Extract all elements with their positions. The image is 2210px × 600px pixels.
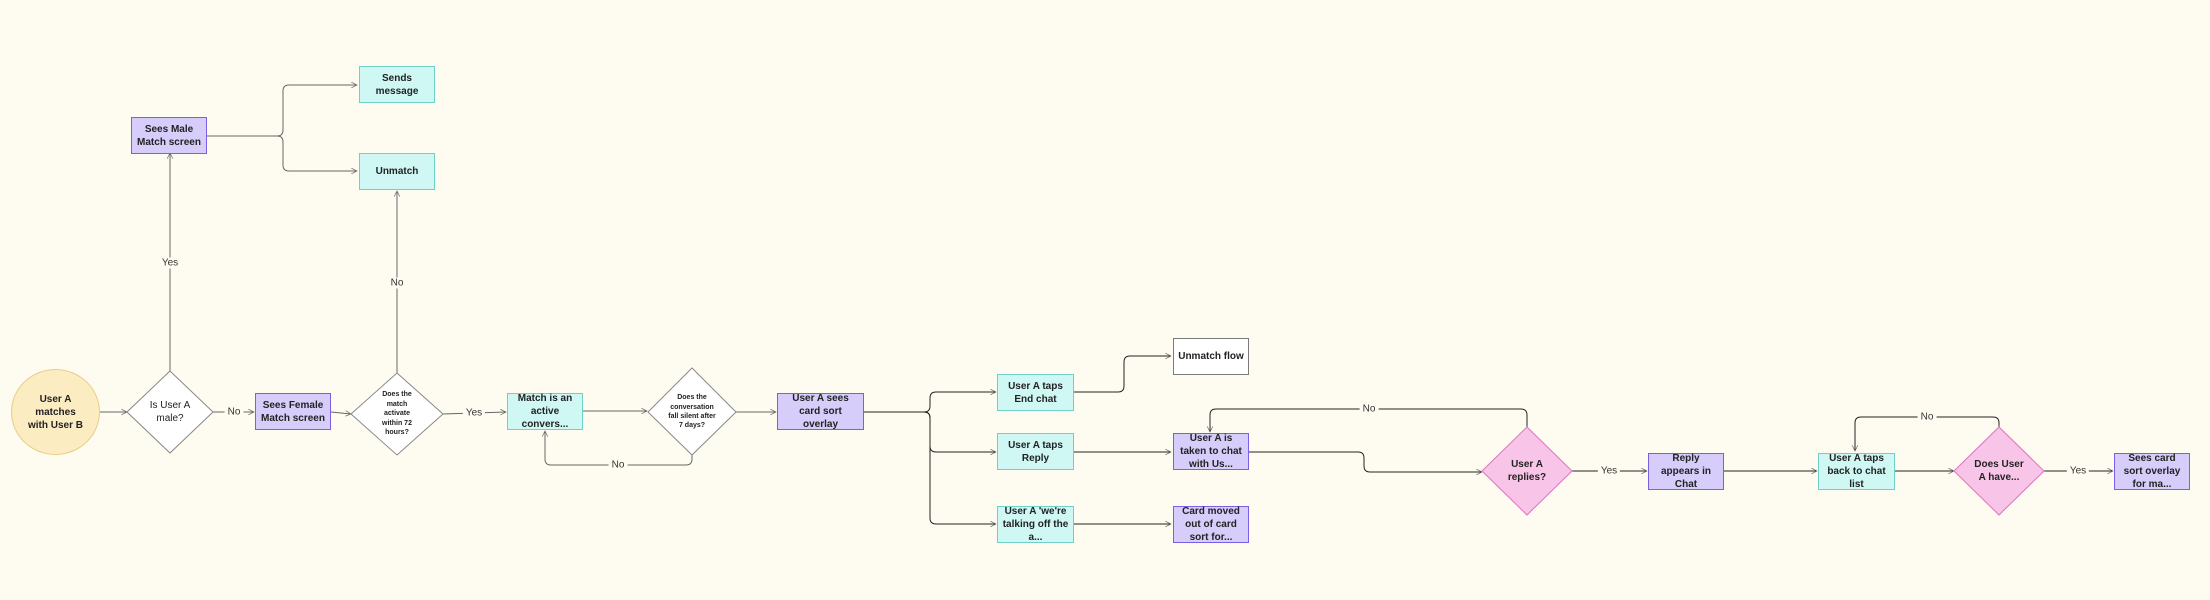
- start-node-label: User A matches with User B: [27, 393, 83, 431]
- silent-7-diamond[interactable]: [647, 367, 737, 456]
- unmatch-top-label: Unmatch: [375, 166, 419, 177]
- edge-label-yes-replies: Yes: [1597, 465, 1621, 477]
- card-sort-label: User A sees card sort overlay: [792, 393, 849, 430]
- start-node[interactable]: User A matches with User B: [11, 369, 100, 455]
- edge-taken-chat-to-replies: [1249, 451, 1482, 472]
- male-match-node[interactable]: Sees Male Match screen: [131, 117, 207, 154]
- edge-label-no-silent: No: [608, 459, 628, 471]
- card-sort-ma-node[interactable]: Sees card sort overlay for ma...: [2114, 453, 2190, 490]
- edge-card-sort-to-talking-off: [864, 411, 996, 524]
- edge-label-no-72: No: [387, 277, 407, 289]
- male-match-label: Sees Male Match screen: [137, 123, 201, 148]
- taps-reply-label: User A taps Reply: [1008, 439, 1063, 464]
- does-have-label-wrap: Does User A have...: [1969, 455, 2029, 487]
- unmatch-flow-node[interactable]: Unmatch flow: [1173, 338, 1249, 375]
- reply-appears-label: Reply appears in Chat: [1660, 453, 1712, 490]
- taken-chat-node[interactable]: User A is taken to chat with Us...: [1173, 433, 1249, 470]
- replies-label-wrap: User A replies?: [1497, 455, 1557, 487]
- activates-72-label: Does the match activate within 72 hours?: [382, 391, 412, 437]
- taps-end-label: User A taps End chat: [1008, 380, 1063, 405]
- card-moved-label: Card moved out of card sort for...: [1182, 506, 1240, 543]
- replies-label: User A replies?: [1507, 459, 1547, 483]
- female-match-node[interactable]: Sees Female Match screen: [255, 393, 331, 430]
- activates-72-diamond[interactable]: [350, 372, 444, 456]
- sends-message-label: Sends message: [375, 72, 419, 97]
- active-conv-label: Match is an active convers...: [517, 393, 573, 430]
- is-male-label-wrap: Is User A male?: [137, 396, 203, 428]
- unmatch-flow-label: Unmatch flow: [1178, 351, 1244, 362]
- edge-label-yes-male: Yes: [158, 257, 182, 269]
- edge-label-yes-72: Yes: [462, 407, 486, 419]
- edge-taps-end-to-unmatch-flow: [1074, 356, 1171, 393]
- edge-male-match-to-unmatch: [207, 135, 357, 171]
- edge-female-match-to-activates: [330, 412, 351, 414]
- card-sort-node[interactable]: User A sees card sort overlay: [777, 393, 864, 430]
- card-sort-ma-label: Sees card sort overlay for ma...: [2123, 453, 2181, 490]
- does-have-diamond[interactable]: [1953, 426, 2045, 516]
- silent-7-label: Does the conversation fall silent after …: [668, 394, 716, 430]
- replies-diamond[interactable]: [1481, 426, 1573, 516]
- is-male-label: Is User A male?: [149, 400, 191, 424]
- edge-card-sort-to-taps-end: [864, 392, 996, 413]
- edge-label-no-male: No: [224, 406, 244, 418]
- taps-reply-node[interactable]: User A taps Reply: [997, 433, 1074, 470]
- reply-appears-node[interactable]: Reply appears in Chat: [1648, 453, 1724, 490]
- activates-72-label-wrap: Does the match activate within 72 hours?: [365, 391, 429, 436]
- female-match-label: Sees Female Match screen: [261, 399, 325, 424]
- taps-end-node[interactable]: User A taps End chat: [997, 374, 1074, 411]
- sends-message-node[interactable]: Sends message: [359, 66, 435, 103]
- card-moved-node[interactable]: Card moved out of card sort for...: [1173, 506, 1249, 543]
- active-conv-node[interactable]: Match is an active convers...: [507, 393, 583, 430]
- unmatch-top-node[interactable]: Unmatch: [359, 153, 435, 190]
- is-male-diamond[interactable]: [126, 370, 214, 454]
- does-have-label: Does User A have...: [1974, 459, 2024, 483]
- edge-label-no-replies: No: [1359, 403, 1379, 415]
- taken-chat-label: User A is taken to chat with Us...: [1180, 433, 1242, 470]
- talking-off-label: User A 'we're talking off the a...: [1002, 506, 1069, 543]
- edge-male-match-to-sends-message: [207, 85, 357, 137]
- talking-off-node[interactable]: User A 'we're talking off the a...: [997, 506, 1074, 543]
- taps-back-label: User A taps back to chat list: [1827, 453, 1886, 490]
- silent-7-label-wrap: Does the conversation fall silent after …: [660, 390, 724, 434]
- taps-back-node[interactable]: User A taps back to chat list: [1818, 453, 1895, 490]
- edge-label-yes-have: Yes: [2066, 465, 2090, 477]
- edge-label-no-have: No: [1917, 411, 1937, 423]
